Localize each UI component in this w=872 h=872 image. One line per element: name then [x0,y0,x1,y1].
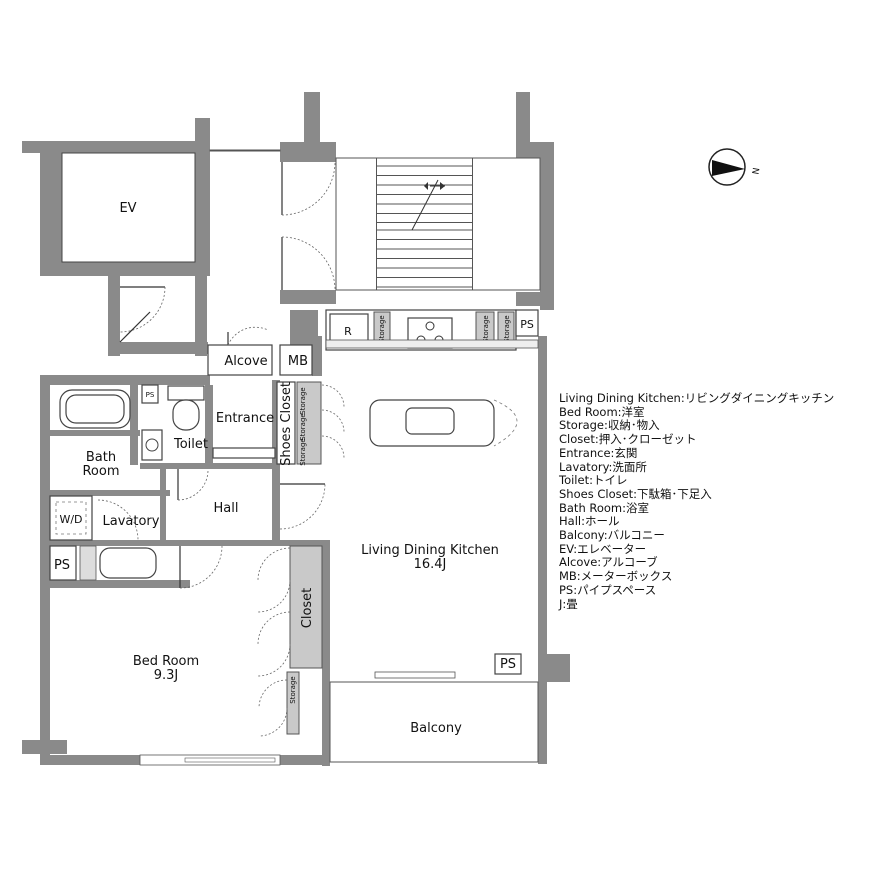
meter-box [279,344,313,376]
legend-entry: Storage:収納･物入 [559,418,660,433]
north-label: N [751,167,762,175]
storage-label-hall-3: Storage [299,438,307,465]
bedroom-closet: Closet Storage [257,545,323,737]
legend-entry: J:畳 [559,596,578,611]
alcove-label: Alcove [224,354,267,369]
legend-entry: EV:エレベーター [559,541,647,556]
ev-label: EV [119,201,136,216]
elevator: EV [61,152,196,263]
toilet: Toilet [141,385,208,461]
legend-entry: Bed Room:洋室 [559,404,645,419]
north-arrow: N [708,148,762,186]
storage-label-kitchen-3: Storage [503,315,511,342]
bath-label-line1: Bath [86,450,116,465]
wd-label: W/D [59,513,82,526]
shoes-closet-label: Shoes Closet [279,382,294,466]
walls [22,92,570,766]
bathroom: Bath Room [59,389,131,479]
ps-label-kitchen: PS [520,318,534,331]
storage-label-hall-1: Storage [299,387,307,414]
storage-label-kitchen-2: Storage [482,315,490,342]
balcony: Balcony [329,681,539,763]
legend-entry: Entrance:玄関 [559,445,638,460]
legend-entry: Living Dining Kitchen:リビングダイニングキッチン [559,391,835,405]
ldk-size-label: 16.4J [414,557,447,572]
legend-entry: Closet:押入･クローゼット [559,432,697,447]
legend-entry: Alcove:アルコーブ [559,555,658,570]
balcony-label: Balcony [410,721,462,736]
closet-label: Closet [300,588,315,629]
legend-entry: MB:メーターボックス [559,569,673,584]
toilet-label: Toilet [173,437,208,452]
legend-entry: Shoes Closet:下駄箱･下足入 [559,486,712,501]
kitchen-counter: R Storage Storage Storage PS [325,309,539,351]
staircase [335,157,541,291]
lavatory-label: Lavatory [103,514,160,529]
ps-label-lavatory: PS [54,558,70,573]
hall-label: Hall [214,501,239,516]
alcove [207,344,273,376]
entrance-label: Entrance [216,411,274,426]
bed-size-label: 9.3J [154,668,179,683]
legend-entry: Bath Room:浴室 [559,500,650,515]
ps-label-bath: PS [146,391,155,399]
legend-entry: Toilet:トイレ [559,473,628,488]
legend-entry: PS:パイプスペース [559,582,657,597]
legend-entry: Hall:ホール [559,514,620,529]
ps-label-ldk: PS [500,657,516,672]
storage-label-bed: Storage [289,676,297,703]
bed-name-label: Bed Room [133,654,199,669]
mb-label: MB [288,354,308,369]
legend-entry: Balcony:バルコニー [559,528,665,543]
refrigerator-label: R [344,325,352,338]
bath-label-line2: Room [82,464,119,479]
storage-label-kitchen-1: Storage [378,315,386,342]
kitchen-island [369,399,518,447]
storage-label-hall-2: Storage [299,413,307,440]
ldk-name-label: Living Dining Kitchen [361,543,499,558]
legend-entry: Lavatory:洗面所 [559,459,647,474]
